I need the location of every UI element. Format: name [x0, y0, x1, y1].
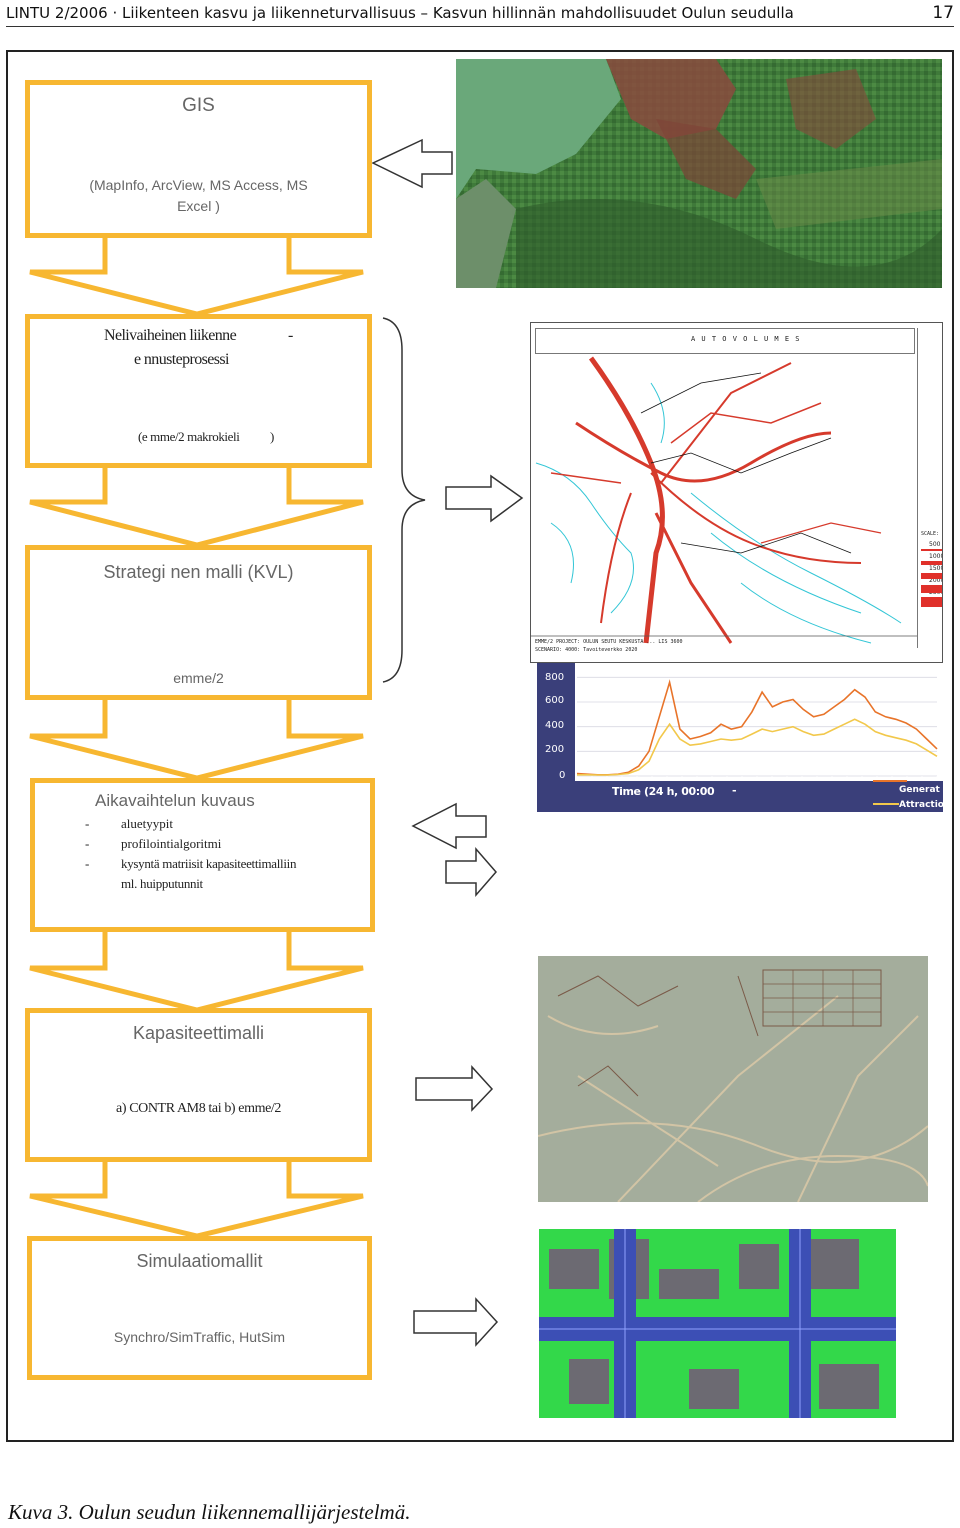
arrow-nelivaiheinen-to-strateginen	[29, 466, 364, 548]
emme-legend-2000: 2000	[929, 577, 943, 584]
emme-legend-panel	[917, 328, 942, 648]
page-number: 17	[932, 3, 954, 23]
x-axis-label: Time (24 h, 00:00	[612, 785, 715, 798]
simulation-image	[539, 1229, 896, 1418]
arrow-to-simulation-img	[413, 1297, 499, 1347]
aikavaihtelu-dash-2: -	[85, 836, 90, 851]
nelivaiheinen-line1: Nelivaiheinen liikenne	[104, 327, 237, 344]
capacity-model-image	[538, 956, 928, 1202]
legend-swatch-generation	[873, 780, 907, 782]
emme-title-bar	[535, 328, 915, 354]
emme-footer-2: SCENARIO: 4000: Tavoiteverkko 2020	[535, 647, 638, 653]
series-line-generat	[576, 679, 938, 776]
legend-attraction: Attractio	[899, 800, 943, 810]
y-tick-200: 200	[545, 744, 565, 755]
y-tick-600: 600	[545, 695, 565, 706]
emme-network-graphic	[531, 356, 942, 644]
aikavaihtelu-item-3: kysyntä matriisit kapasiteettimalliin	[121, 856, 297, 871]
arrow-to-emme	[445, 474, 524, 523]
simulation-map-graphic	[539, 1229, 896, 1418]
kapasiteetti-title: Kapasiteettimalli	[132, 1023, 265, 1043]
nelivaiheinen-dash: -	[288, 327, 294, 344]
aikavaihtelu-item-1: aluetyypit	[121, 816, 173, 831]
kapasiteetti-box: Kapasiteettimalli a) CONTR AM8 tai b) em…	[25, 1008, 372, 1162]
gis-box: GIS (MapInfo, ArcView, MS Access, MS Exc…	[25, 80, 372, 238]
y-tick-400: 400	[545, 720, 565, 731]
arrow-from-chart	[411, 802, 487, 850]
arrow-to-chart	[445, 846, 497, 898]
simulaatio-title: Simulaatiomallit	[136, 1251, 263, 1271]
strateginen-subtitle: emme/2	[173, 670, 224, 686]
aikavaihtelu-box: Aikavaihtelun kuvaus - aluetyypit - prof…	[30, 778, 375, 932]
legend-generation: Generat	[899, 785, 940, 795]
simulaatio-subtitle: Synchro/SimTraffic, HutSim	[113, 1329, 286, 1345]
arrow-gis-to-nelivaiheinen	[29, 236, 364, 317]
aikavaihtelu-item-2: profilointialgoritmi	[121, 836, 222, 851]
gis-title: GIS	[182, 95, 215, 116]
daily-profile-chart: 800 600 400 200 0 Time (24 h, 00:00 - Ge…	[537, 663, 943, 812]
gis-subtitle-1: (MapInfo, ArcView, MS Access, MS	[89, 177, 308, 193]
emme-legend-1500: 1500	[929, 565, 943, 572]
arrow-from-map	[371, 138, 453, 189]
legend-swatch-attraction	[873, 803, 899, 805]
kapasiteetti-subtitle: a) CONTR AM8 tai b) emme/2	[116, 1101, 281, 1116]
capacity-map-graphic	[538, 969, 928, 1202]
nelivaiheinen-note: (e mme/2 makrokieli	[138, 429, 240, 444]
figure-frame	[6, 50, 954, 1442]
nelivaiheinen-note-close: )	[270, 429, 275, 444]
strateginen-box: Strategi nen malli (KVL) emme/2	[25, 545, 372, 700]
x-axis-label-dash: -	[732, 784, 737, 797]
running-title: LINTU 2/2006 · Liikenteen kasvu ja liike…	[6, 4, 794, 22]
series-line-attractio	[577, 718, 938, 776]
figure-caption: Kuva 3. Oulun seudun liikennemallijärjes…	[8, 1500, 411, 1524]
emme-legend-1000: 1000	[929, 553, 943, 560]
arrow-aikavaihtelu-to-kapasiteetti	[29, 930, 364, 1013]
emme-volume-map: A U T O V O L U M E S SCALE: 500 1000 15…	[530, 322, 943, 663]
emme-footer-1: EMME/2 PROJECT: OULUN SEUTU KESKUSTA ...…	[535, 639, 683, 645]
arrow-strateginen-to-aikavaihtelu	[29, 698, 364, 781]
emme-legend-heading: SCALE:	[921, 531, 940, 537]
page-header: LINTU 2/2006 · Liikenteen kasvu ja liike…	[6, 0, 954, 27]
aikavaihtelu-title: Aikavaihtelun kuvaus	[95, 791, 255, 810]
chart-svg	[576, 676, 938, 780]
aikavaihtelu-dash-1: -	[85, 816, 90, 831]
brace	[382, 317, 426, 683]
strateginen-title: Strategi nen malli (KVL)	[103, 562, 294, 582]
nelivaiheinen-box: Nelivaiheinen liikenne - e nnusteprosess…	[25, 314, 372, 468]
y-tick-0: 0	[559, 770, 566, 781]
y-tick-800: 800	[545, 672, 565, 683]
emme-legend-500: 500	[929, 541, 941, 548]
chart-plot-area	[575, 663, 943, 781]
gis-raster-map	[456, 59, 942, 288]
aikavaihtelu-extra: ml. huipputunnit	[121, 876, 203, 891]
gis-subtitle-2: Excel )	[177, 198, 220, 214]
arrow-to-kapasiteetti-img	[415, 1065, 494, 1112]
simulaatio-box: Simulaatiomallit Synchro/SimTraffic, Hut…	[27, 1236, 372, 1380]
emme-map-title: A U T O V O L U M E S	[691, 335, 801, 343]
arrow-kapasiteetti-to-simulaatio	[29, 1160, 364, 1239]
aikavaihtelu-dash-3: -	[85, 856, 90, 871]
nelivaiheinen-line2: e nnusteprosessi	[134, 351, 229, 368]
gis-map-graphic	[456, 59, 942, 288]
